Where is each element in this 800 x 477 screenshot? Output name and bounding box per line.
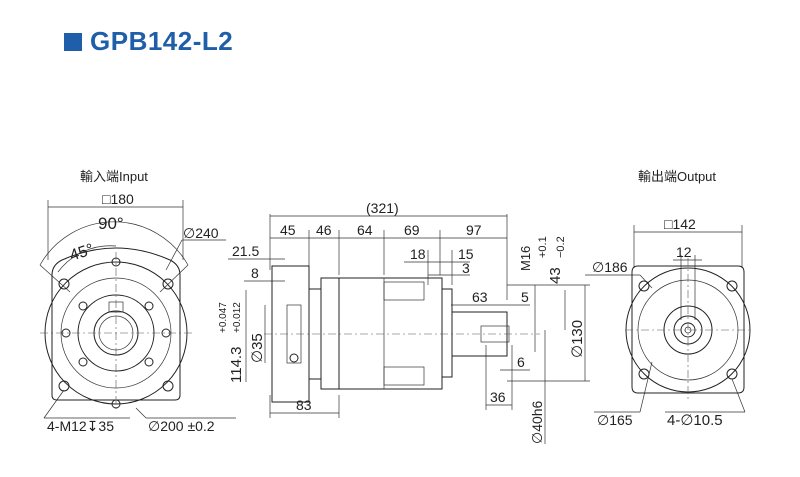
dim-18: 18 — [410, 246, 426, 262]
dim-36: 36 — [490, 389, 506, 405]
dim-43-tol-dn: −0.2 — [555, 236, 567, 258]
dim-45: 45 — [280, 222, 296, 238]
dim-dia-40h6: ∅40h6 — [529, 400, 545, 444]
dim-64: 64 — [357, 222, 373, 238]
dim-dia-35: ∅35 — [249, 333, 266, 363]
dim-83: 83 — [296, 397, 312, 413]
dim-114-tol-up: +0.047 — [218, 302, 229, 333]
dim-114-3: 114.3 — [228, 347, 245, 383]
dim-15: 15 — [458, 246, 474, 262]
dim-3: 3 — [462, 260, 470, 276]
dim-21-5: 21.5 — [232, 243, 259, 259]
dim-square-142: □142 — [664, 216, 696, 232]
dim-12: 12 — [676, 244, 692, 260]
dim-dia-130: ∅130 — [569, 320, 586, 358]
dim-6: 6 — [517, 354, 525, 370]
dim-square-180: □180 — [102, 191, 134, 207]
dim-dia-240: ∅240 — [183, 225, 219, 241]
dim-97: 97 — [466, 222, 482, 238]
title-marker — [64, 32, 82, 51]
side-view: (321) 45 46 64 69 97 21.5 8 18 15 3 M16 … — [218, 200, 590, 444]
dim-63: 63 — [472, 289, 488, 305]
page-title: GPB142-L2 — [64, 26, 233, 57]
dim-tap-m12: 4-M12↧35 — [47, 418, 114, 434]
dim-holes-10-5: 4-∅10.5 — [667, 412, 723, 429]
input-view-label: 輸入端Input — [80, 169, 148, 184]
dim-43-tol-up: +0.1 — [537, 236, 549, 258]
dim-8: 8 — [251, 265, 259, 281]
dim-5: 5 — [521, 289, 529, 305]
dim-overall-321: (321) — [366, 200, 399, 216]
dim-dia-200: ∅200 ±0.2 — [148, 418, 215, 434]
dim-69: 69 — [404, 222, 420, 238]
dim-dia-186: ∅186 — [592, 259, 628, 275]
title-text: GPB142-L2 — [90, 26, 234, 56]
dim-dia-165: ∅165 — [597, 412, 633, 428]
output-view: 輸出端Output □142 12 ∅186 ∅165 — [585, 169, 752, 429]
dim-angle-90: 90° — [98, 214, 124, 233]
input-view: 輸入端Input □180 90° 45° ∅240 — [39, 169, 236, 434]
dim-43: 43 — [547, 267, 564, 284]
dim-114-tol-dn: +0.012 — [232, 302, 243, 333]
dim-46: 46 — [316, 222, 332, 238]
output-view-label: 輸出端Output — [638, 169, 716, 184]
dim-m16: M16 — [518, 246, 533, 271]
